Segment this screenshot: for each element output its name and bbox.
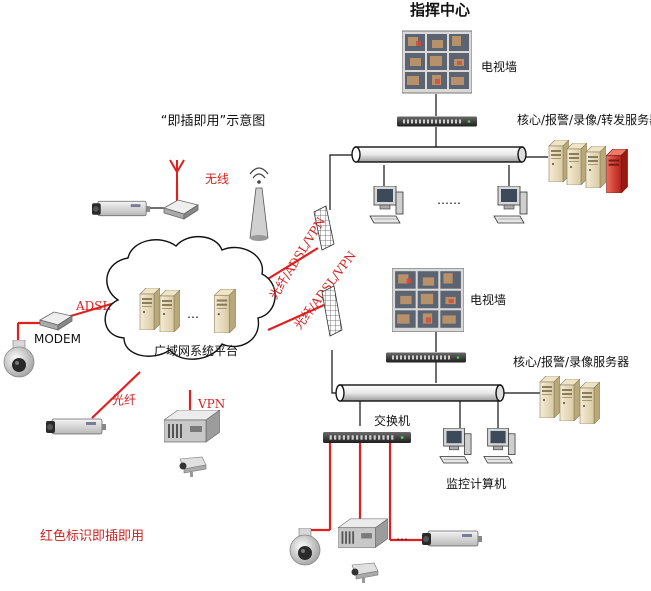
modem-icon	[38, 311, 74, 331]
server-group-bottom	[539, 376, 600, 424]
modem-label: MODEM	[34, 332, 81, 346]
network-switch-icon	[323, 432, 411, 443]
server-icon	[548, 140, 569, 182]
diagram-subtitle: “即插即用”示意图	[161, 113, 265, 129]
ellipsis-bottom: …	[396, 529, 408, 543]
cloud-label: 广域网系统平台	[154, 343, 238, 358]
server-icon	[559, 379, 580, 421]
fiber-label: 光纤	[112, 393, 136, 407]
workstation-icon	[439, 428, 472, 464]
ellipsis-top: ……	[437, 193, 461, 207]
wireless-label: 无线	[205, 172, 229, 186]
wireless-access-point-icon	[249, 167, 269, 241]
backbone-tube-bottom	[335, 384, 505, 402]
plug-and-play-links	[16, 183, 426, 542]
diagram-title: 指挥中心	[410, 1, 470, 19]
encoder-icon	[164, 410, 220, 443]
camera-icon	[422, 530, 483, 547]
firewall-icon	[313, 205, 335, 251]
workstation-icon	[369, 186, 404, 224]
workstation-icon	[483, 428, 516, 464]
servers-top-label: 核心/报警/录像/转发服务器	[517, 112, 651, 127]
rack-switch-icon	[386, 352, 466, 363]
legend-note: 红色标识即插即用	[40, 528, 144, 544]
server-icon-alert	[606, 149, 628, 193]
server-group-top	[548, 140, 628, 193]
adsl-label: ADSL	[75, 299, 111, 313]
monitor-pc-label: 监控计算机	[446, 476, 506, 491]
switch-label: 交换机	[374, 413, 410, 428]
server-icon	[579, 382, 600, 424]
encoder-icon	[338, 518, 388, 548]
camera-icon	[46, 418, 107, 435]
server-icon	[139, 288, 160, 330]
video-wall-icon	[402, 30, 472, 94]
servers-bottom-label: 核心/报警/录像服务器	[513, 354, 629, 369]
dome-camera-icon	[3, 340, 35, 378]
cloud-icon	[104, 236, 276, 360]
server-icon	[566, 143, 587, 185]
dome-camera-icon	[289, 528, 321, 566]
wireless-router-icon	[162, 199, 199, 220]
vpn-label: VPN	[197, 397, 225, 411]
camera-icon	[350, 562, 379, 584]
firewall-icon	[321, 285, 343, 337]
camera-icon	[178, 456, 207, 478]
video-wall-label-bottom: 电视墙	[470, 292, 506, 307]
antenna-icon	[169, 159, 185, 183]
backbone-tube-top	[351, 146, 527, 163]
rack-switch-icon	[397, 116, 477, 127]
camera-icon	[92, 200, 151, 217]
ellipsis-cloud: …	[187, 307, 199, 321]
server-icon	[214, 289, 236, 333]
server-icon	[159, 290, 180, 332]
video-wall-label: 电视墙	[481, 59, 517, 74]
server-icon	[585, 146, 606, 188]
video-wall-icon	[392, 268, 464, 332]
workstation-icon	[493, 186, 528, 224]
server-icon	[539, 376, 560, 418]
